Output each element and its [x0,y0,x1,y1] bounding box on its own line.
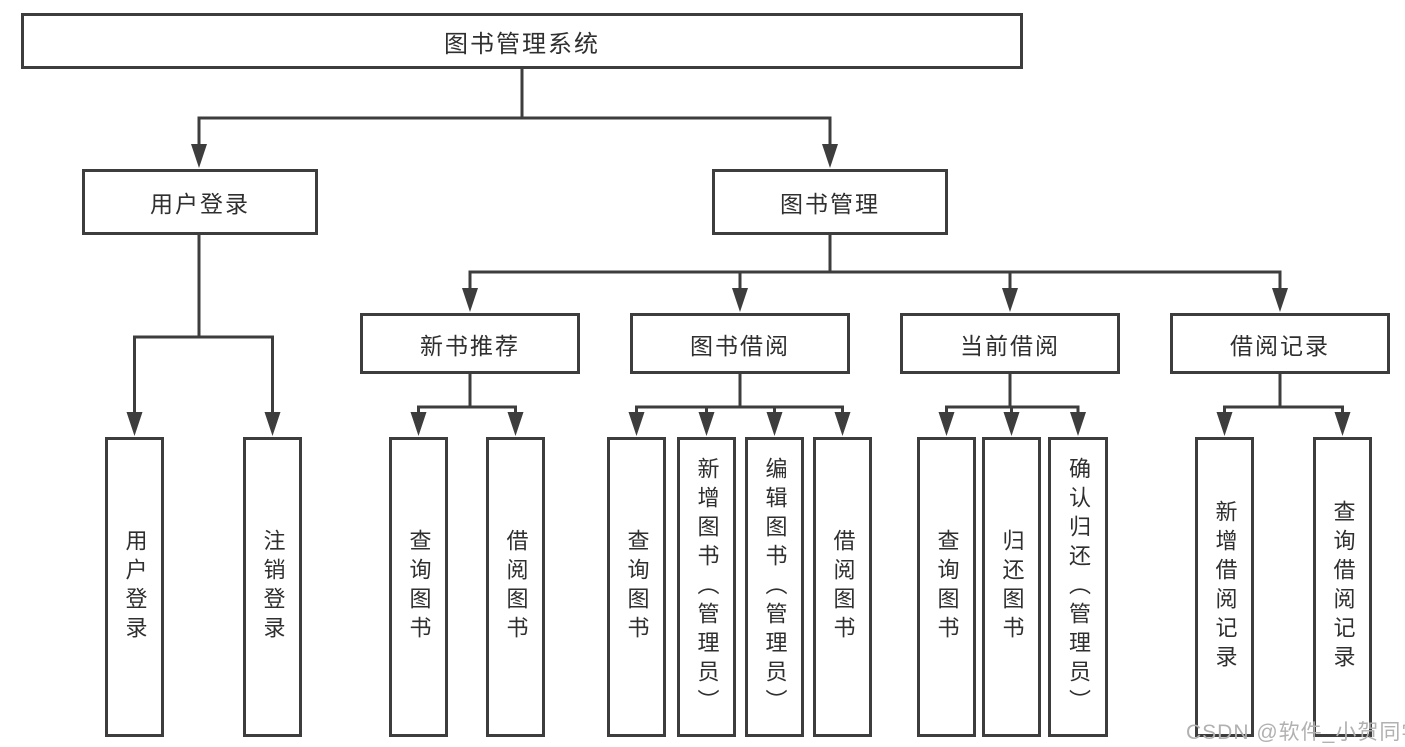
arrowhead-new-book-recommend [462,288,478,312]
node-leaf-add-book-label: 新增图书（管理员） [694,456,720,718]
node-user-login-label: 用户登录 [150,191,250,217]
node-leaf-add-book: 新增图书（管理员） [677,437,736,737]
node-leaf-borrow-book-a: 借阅图书 [486,437,545,737]
connector-book-management-branch [462,235,1288,312]
node-borrow-records-label: 借阅记录 [1230,332,1330,359]
node-leaf-query-record: 查询借阅记录 [1313,437,1372,737]
node-leaf-query-book-b-label: 查询图书 [624,529,650,645]
node-leaf-confirm-return: 确认归还（管理员） [1048,437,1108,737]
node-root-label: 图书管理系统 [444,30,600,58]
connector-borrow-records-branch [1216,374,1351,436]
node-leaf-borrow-book-b: 借阅图书 [813,437,872,737]
connector-root-to-level2 [191,69,838,168]
node-leaf-query-record-label: 查询借阅记录 [1330,500,1356,674]
arrowhead-book-management [822,144,838,168]
node-leaf-edit-book-label: 编辑图书（管理员） [762,456,788,718]
node-leaf-user-login: 用户登录 [105,437,164,737]
node-leaf-borrow-book-a-label: 借阅图书 [503,529,529,645]
arrowhead-borrow-book-a [507,412,524,436]
node-book-borrow: 图书借阅 [630,313,850,374]
connector-new-book-recommend-branch [410,374,524,436]
arrowhead-query-book-a [410,412,427,436]
arrowhead-leaf-logout [264,412,281,436]
node-user-login: 用户登录 [82,169,318,235]
node-leaf-query-book-a: 查询图书 [389,437,448,737]
node-leaf-logout: 注销登录 [243,437,302,737]
arrowhead-confirm-return [1070,412,1086,436]
arrowhead-add-record [1216,412,1233,436]
arrowhead-query-book-c [938,412,955,436]
node-current-borrow: 当前借阅 [900,313,1120,374]
node-leaf-query-book-a-label: 查询图书 [406,529,432,645]
arrowhead-query-record [1334,412,1351,436]
node-book-management-label: 图书管理 [780,191,880,217]
node-leaf-add-record: 新增借阅记录 [1195,437,1254,737]
connector-current-borrow-branch [938,374,1086,436]
node-leaf-query-book-c: 查询图书 [917,437,976,737]
arrowhead-user-login [191,144,207,168]
arrowhead-query-book-b [628,412,645,436]
node-new-book-recommend: 新书推荐 [360,313,580,374]
node-leaf-add-record-label: 新增借阅记录 [1212,500,1238,674]
csdn-watermark: CSDN @软件_小贺同学 [1186,721,1405,744]
connector-user-login-branch [126,235,281,436]
node-new-book-recommend-label: 新书推荐 [420,332,520,359]
node-borrow-records: 借阅记录 [1170,313,1390,374]
arrowhead-return-book [1003,412,1020,436]
node-leaf-query-book-c-label: 查询图书 [934,529,960,645]
node-leaf-return-book-label: 归还图书 [999,529,1025,645]
arrowhead-borrow-book-b [834,412,851,436]
node-leaf-borrow-book-b-label: 借阅图书 [830,529,856,645]
node-leaf-query-book-b: 查询图书 [607,437,666,737]
node-root-system: 图书管理系统 [21,13,1023,69]
node-leaf-confirm-return-label: 确认归还（管理员） [1066,456,1091,718]
arrowhead-current-borrow [1002,288,1018,312]
arrowhead-add-book [698,412,715,436]
arrowhead-leaf-user-login [126,412,143,436]
node-leaf-edit-book: 编辑图书（管理员） [745,437,804,737]
node-book-borrow-label: 图书借阅 [690,332,790,359]
arrowhead-book-borrow [732,288,748,312]
node-current-borrow-label: 当前借阅 [960,332,1060,359]
arrowhead-edit-book [766,412,783,436]
node-leaf-return-book: 归还图书 [982,437,1041,737]
node-leaf-user-login-label: 用户登录 [122,529,148,645]
arrowhead-borrow-records [1272,288,1288,312]
node-leaf-logout-label: 注销登录 [260,529,286,645]
node-book-management: 图书管理 [712,169,948,235]
connector-book-borrow-branch [628,374,851,436]
